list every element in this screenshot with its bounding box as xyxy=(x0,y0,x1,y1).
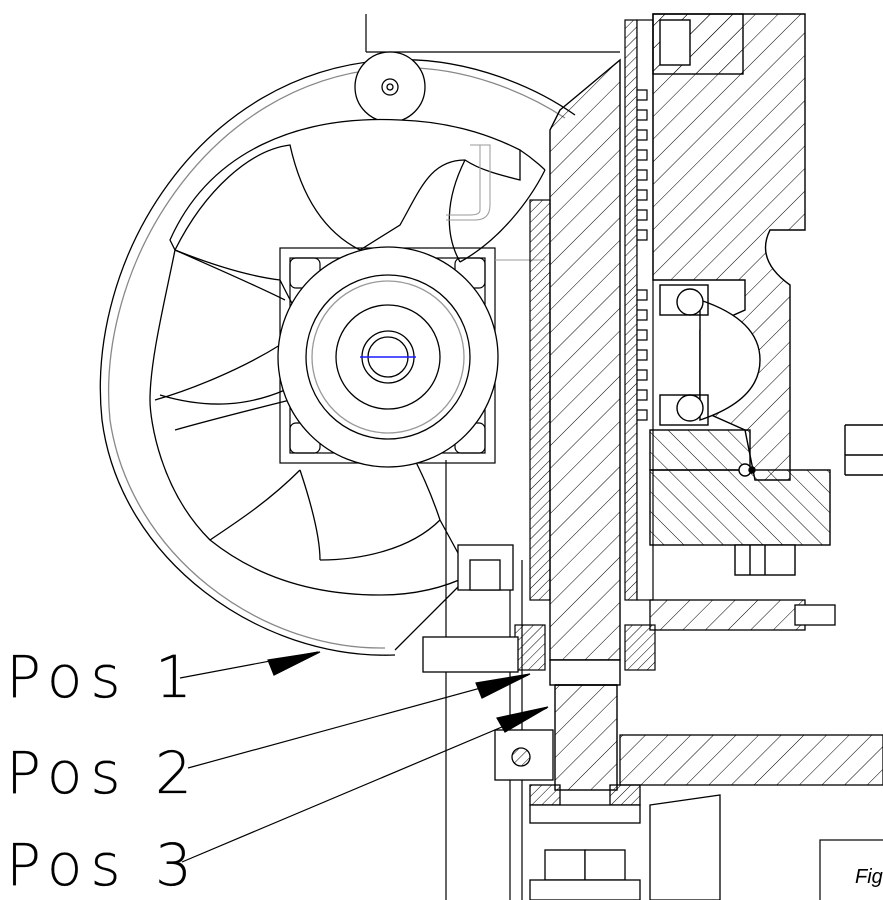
rack-strip xyxy=(624,19,654,601)
leader-pos-3 xyxy=(181,707,548,863)
figure-frame xyxy=(819,839,883,900)
callout-leaders xyxy=(179,651,549,863)
spindle-shaft xyxy=(549,58,621,791)
arrowhead-pos-1 xyxy=(267,651,321,676)
right-housing xyxy=(649,13,883,576)
arrowhead-pos-3 xyxy=(496,706,549,733)
left-bushing xyxy=(514,199,656,671)
callout-label-pos-2: Pos 2 xyxy=(6,739,200,807)
clamp-blocks xyxy=(422,544,721,900)
arrowhead-pos-2 xyxy=(475,673,531,699)
leader-pos-2 xyxy=(187,674,529,769)
callout-label-pos-1: Pos 1 xyxy=(6,643,200,711)
handwheel xyxy=(99,51,576,656)
horizontal-arm xyxy=(619,599,883,786)
figure-caption: Fig xyxy=(855,866,883,888)
callout-label-pos-3: Pos 3 xyxy=(6,831,200,899)
